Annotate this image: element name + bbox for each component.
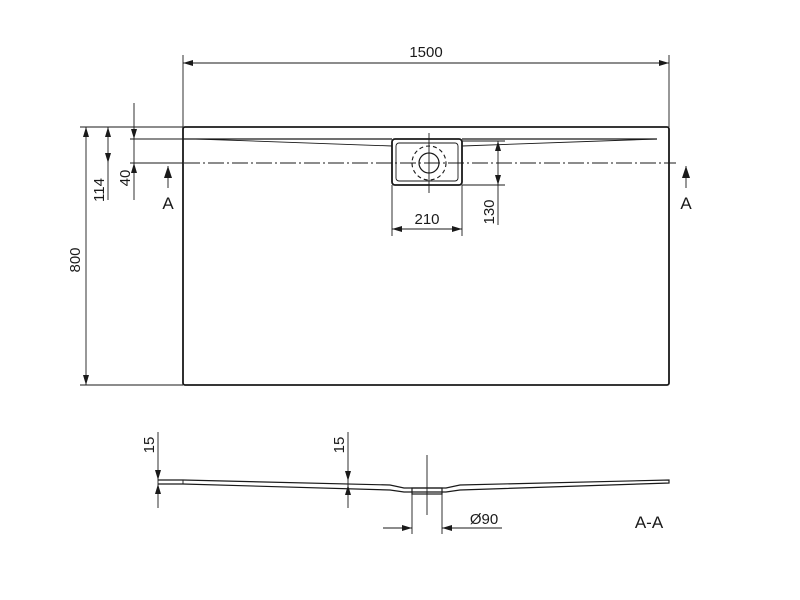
dim-label-114: 114 (91, 178, 108, 202)
drain-box (391, 138, 463, 186)
dim-drain-offset-inner: 40 (117, 103, 196, 200)
dim-edge-thickness-left: 15 (141, 432, 161, 508)
dim-drain-diameter: Ø90 (383, 494, 502, 534)
dim-label-1500: 1500 (409, 44, 442, 61)
dim-drain-offset-outer: 114 (91, 127, 111, 202)
section-marker-left: A (162, 166, 174, 213)
dim-label-diameter-90: Ø90 (470, 511, 498, 528)
slope-line-right (461, 138, 658, 147)
plan-view: 1500 800 114 40 (67, 44, 692, 386)
drain-box-inner (395, 142, 459, 182)
dim-label-210: 210 (414, 211, 439, 228)
section-marker-left-label: A (162, 194, 174, 213)
dim-label-40: 40 (117, 170, 134, 187)
dim-label-15-mid: 15 (331, 437, 348, 454)
slope-line-left (195, 138, 393, 147)
dim-overall-length: 1500 (182, 44, 670, 127)
section-marker-right-label: A (680, 194, 692, 213)
section-view: 15 15 Ø90 A-A (141, 432, 670, 534)
dim-edge-thickness-mid: 15 (331, 432, 351, 508)
dim-overall-width: 800 (67, 126, 183, 386)
dim-label-130: 130 (481, 199, 498, 224)
dim-label-800: 800 (67, 247, 84, 272)
dim-label-15-left: 15 (141, 437, 158, 454)
section-label: A-A (635, 513, 664, 532)
dim-drain-box-width: 210 (391, 185, 463, 236)
section-profile (158, 479, 670, 493)
section-marker-right: A (680, 166, 692, 213)
dim-drain-box-depth: 130 (462, 140, 505, 225)
tray-outline (182, 126, 670, 386)
